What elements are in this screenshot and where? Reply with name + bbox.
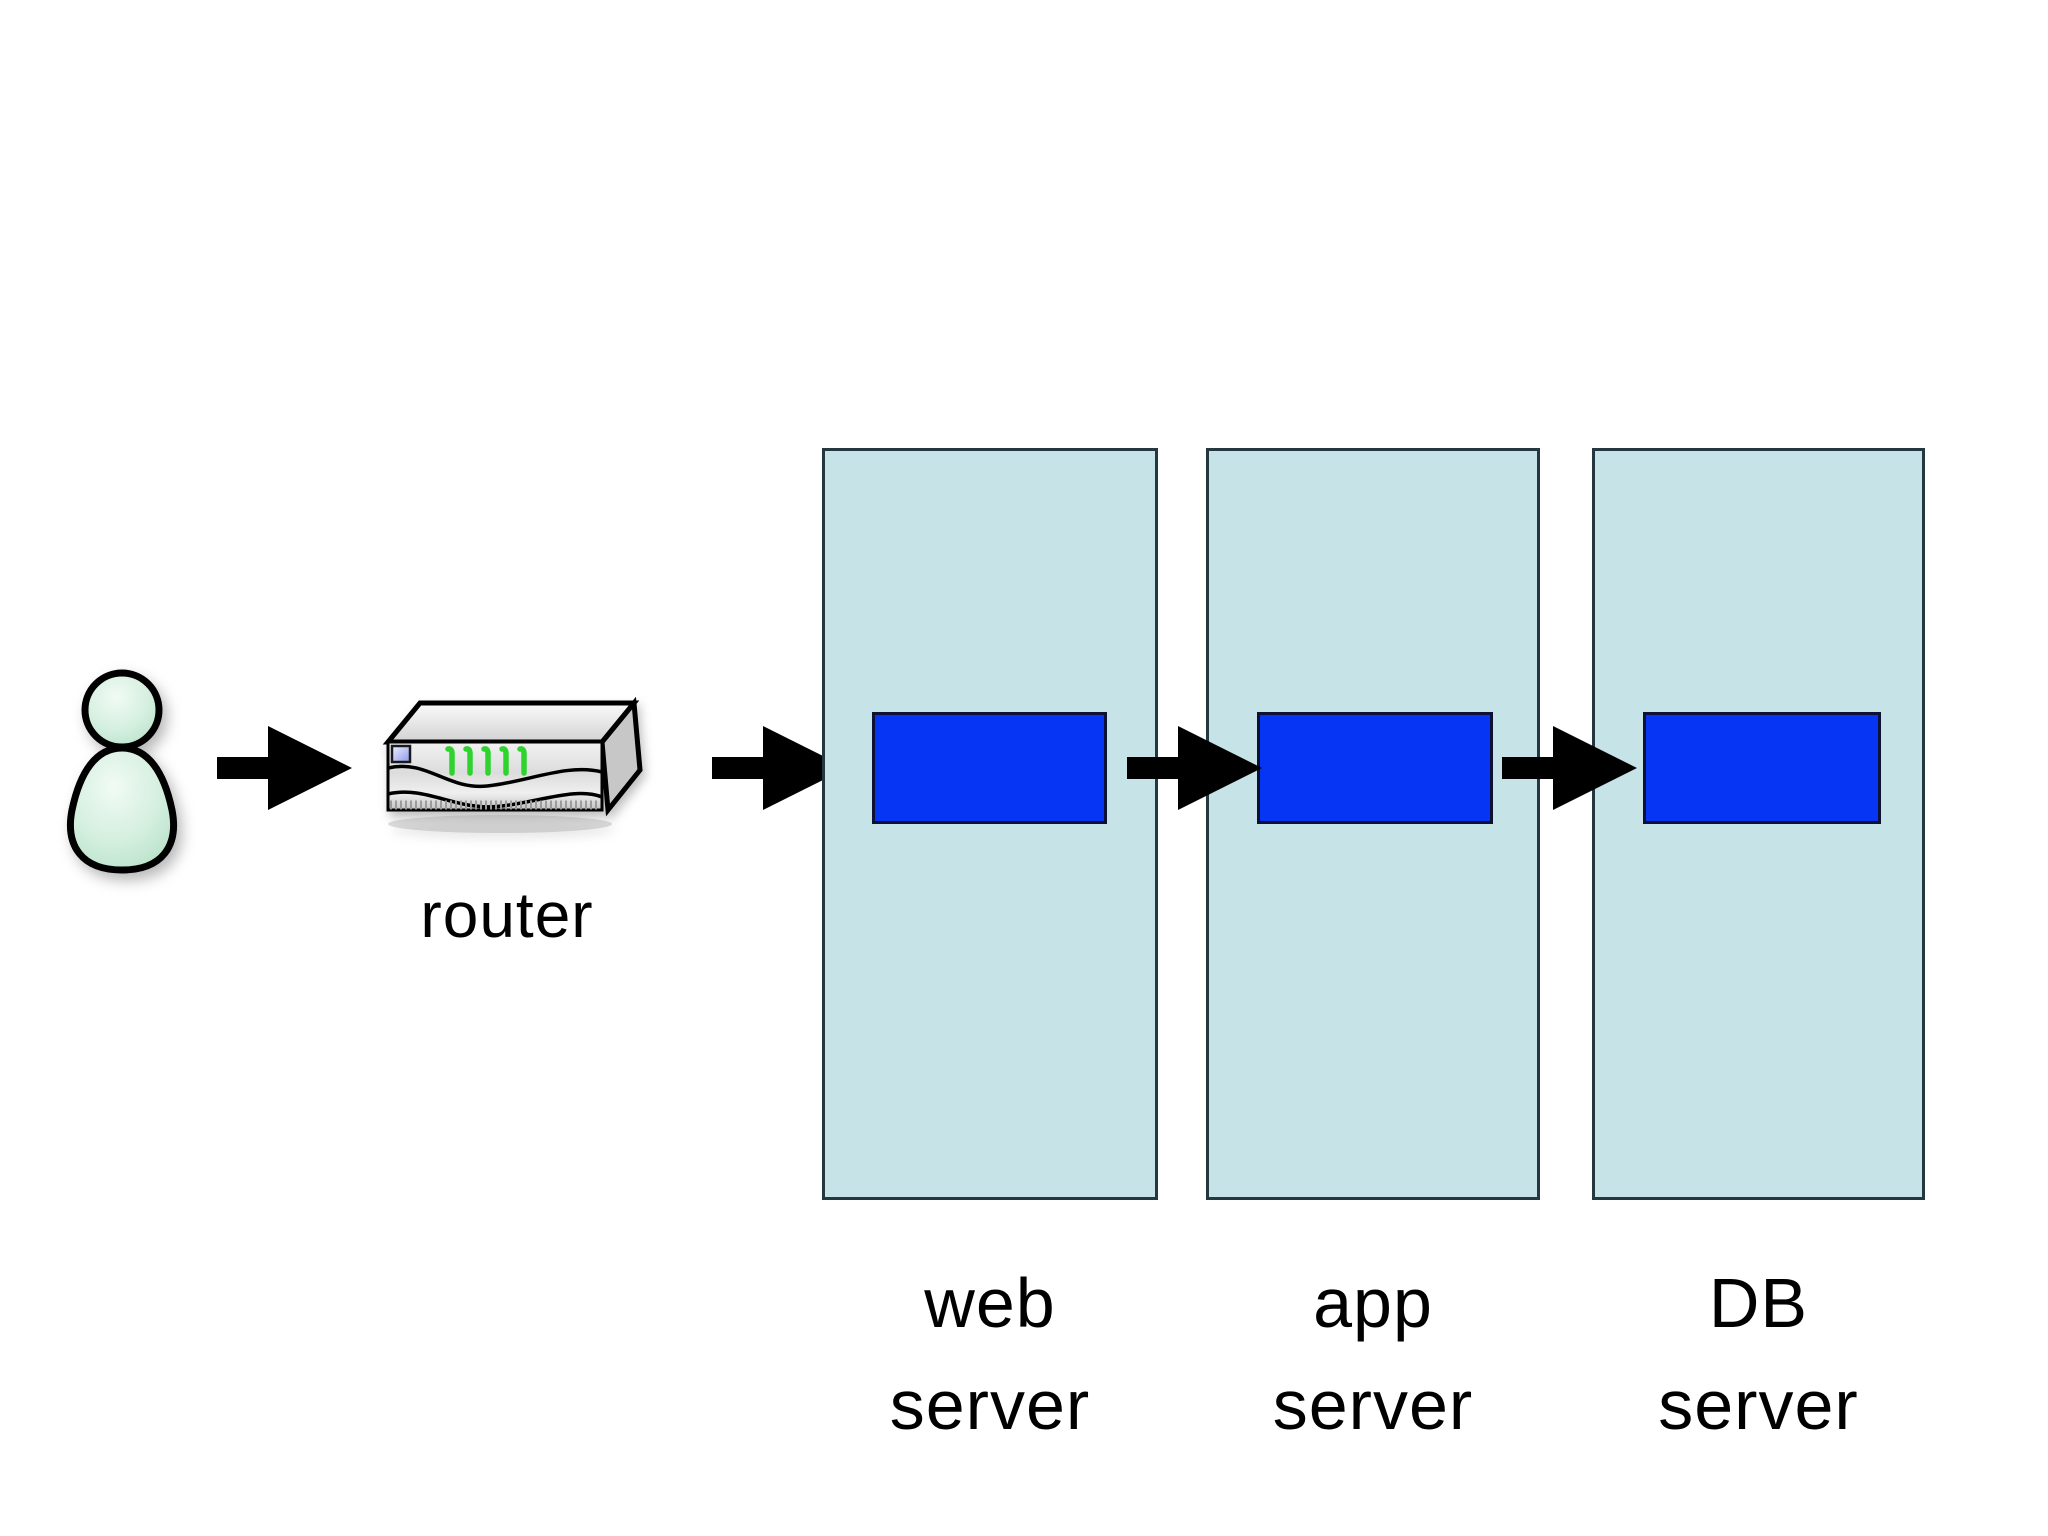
- router-icon: [382, 696, 643, 833]
- user-icon: [67, 669, 177, 874]
- router-front-face: [386, 740, 604, 812]
- router-screen: [390, 744, 412, 764]
- router-label: router: [420, 879, 594, 951]
- router-top-face: [382, 700, 640, 745]
- db-server-process-box: [1643, 712, 1881, 824]
- db-server-label: DB server: [1592, 1252, 1925, 1456]
- router-seam-upper: [387, 764, 603, 789]
- right-arrow-icon-user-to-router: [217, 726, 352, 810]
- web-server-process-box: [872, 712, 1107, 824]
- app-server-label-line1: app: [1313, 1264, 1433, 1342]
- app-server-label: app server: [1206, 1252, 1540, 1456]
- right-arrow-icon-app-to-db: [1502, 726, 1637, 810]
- router-led-lights: [445, 746, 527, 776]
- app-server-label-line2: server: [1272, 1366, 1474, 1444]
- db-server-label-line1: DB: [1708, 1264, 1809, 1342]
- app-server-process-box: [1257, 712, 1493, 824]
- app-server-panel: [1206, 448, 1540, 1200]
- router-shadow: [388, 815, 612, 833]
- right-arrow-icon-router-to-web: [712, 726, 847, 810]
- web-server-label-line1: web: [924, 1264, 1056, 1342]
- db-server-panel: [1592, 448, 1925, 1200]
- web-server-label-line2: server: [889, 1366, 1091, 1444]
- web-server-panel: [822, 448, 1158, 1200]
- db-server-label-line2: server: [1658, 1366, 1859, 1444]
- user-body: [67, 744, 177, 874]
- user-head: [81, 669, 163, 751]
- web-server-label: web server: [822, 1252, 1158, 1456]
- right-arrow-icon-web-to-app: [1127, 726, 1262, 810]
